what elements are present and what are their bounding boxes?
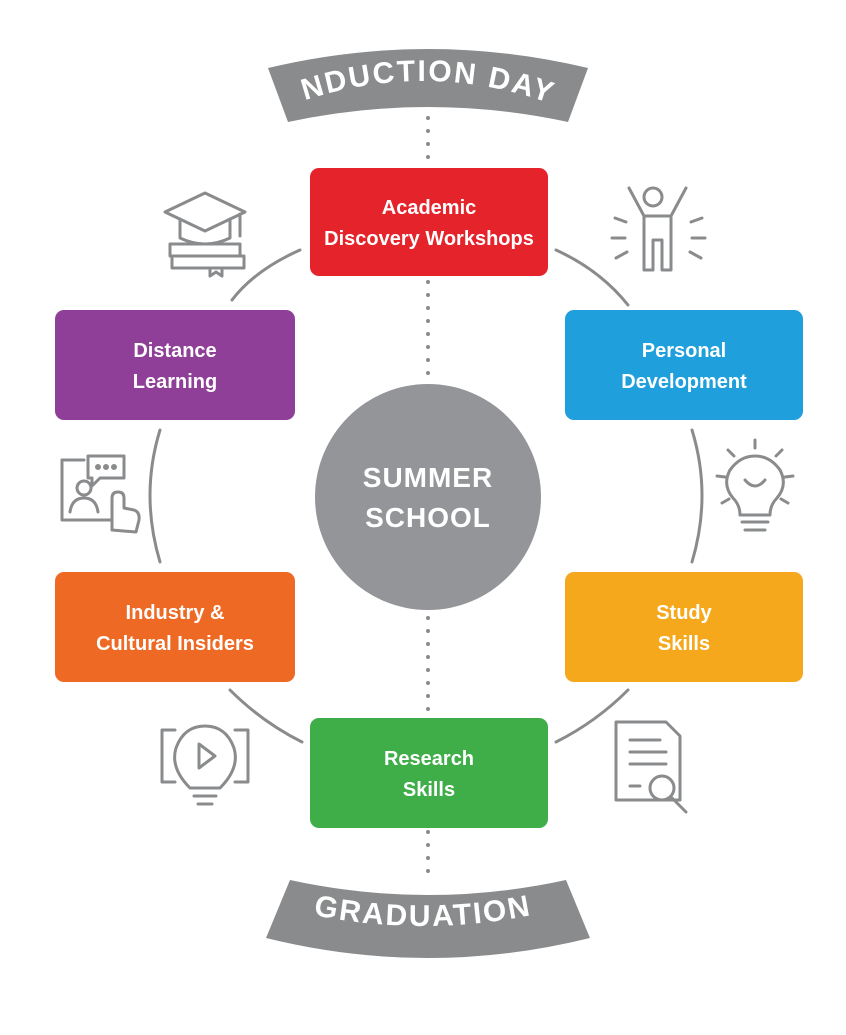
video-lightbulb-icon — [160, 724, 250, 806]
online-learning-icon — [60, 454, 141, 534]
summer-school-hub: SUMMER SCHOOL — [315, 384, 541, 610]
module-academic-line1: Academic — [382, 197, 477, 219]
module-distance-line2: Learning — [133, 371, 217, 393]
module-industry-line2: Cultural Insiders — [96, 633, 254, 655]
hub-label-line2: SCHOOL — [365, 502, 491, 533]
module-distance-line1: Distance — [133, 340, 216, 362]
hub-circle — [315, 384, 541, 610]
module-research-line2: Skills — [403, 779, 455, 801]
module-study-line1: Study — [656, 602, 712, 624]
graduation-cap-books-icon — [163, 191, 247, 278]
module-research-line1: Research — [384, 748, 474, 770]
induction-day-banner: INDUCTION DAY — [0, 0, 588, 122]
module-distance-box — [55, 310, 295, 420]
module-research: Research Skills — [310, 718, 548, 828]
module-personal-box — [565, 310, 803, 420]
module-study-line2: Skills — [658, 633, 710, 655]
module-research-box — [310, 718, 548, 828]
module-distance: Distance Learning — [55, 310, 295, 420]
module-industry-line1: Industry & — [126, 602, 225, 624]
module-personal-line1: Personal — [642, 340, 726, 362]
lightbulb-idea-icon — [715, 438, 795, 532]
graduation-banner: GRADUATION — [266, 880, 590, 958]
banner-shape-top — [268, 49, 588, 122]
person-celebrating-icon — [610, 186, 707, 272]
module-academic: Academic Discovery Workshops — [310, 168, 548, 276]
module-academic-line2: Discovery Workshops — [324, 228, 534, 250]
module-study-box — [565, 572, 803, 682]
module-industry-box — [55, 572, 295, 682]
module-personal: Personal Development — [565, 310, 803, 420]
cycle-ring — [148, 248, 704, 744]
module-personal-line2: Development — [621, 371, 747, 393]
module-study: Study Skills — [565, 572, 803, 682]
module-industry: Industry & Cultural Insiders — [55, 572, 295, 682]
banner-shape-bottom — [266, 880, 590, 958]
hub-label-line1: SUMMER — [363, 462, 493, 493]
module-academic-box — [310, 168, 548, 276]
document-search-icon — [614, 720, 688, 814]
